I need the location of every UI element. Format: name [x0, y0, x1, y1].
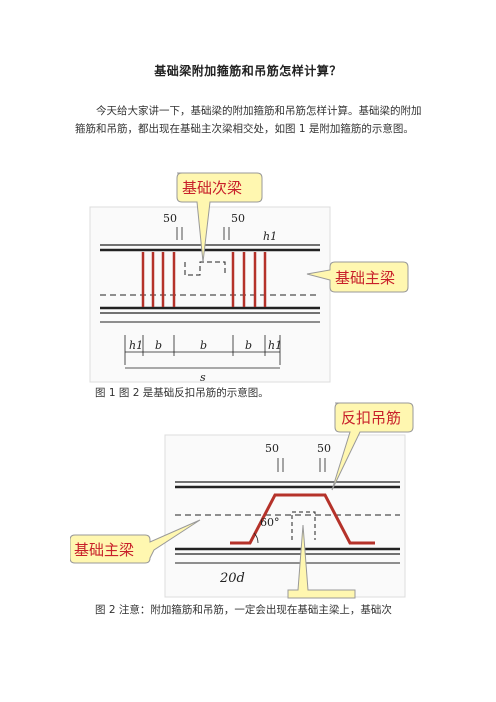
dim-top-left: 50 [163, 212, 177, 225]
callout-hanger: 反扣吊筋 [341, 409, 401, 427]
callout-secondary-beam: 基础次梁 [182, 179, 242, 197]
paragraph-intro: 今天给大家讲一下，基础梁的附加箍筋和吊筋怎样计算。基础梁的附加箍筋和吊筋，都出现… [75, 105, 422, 135]
caption-figure-1: 图 1 图 2 是基础反扣吊筋的示意图。 [95, 387, 269, 399]
dim-top-right: 50 [317, 442, 331, 455]
callout-main-beam: 基础主梁 [74, 541, 134, 559]
caption-figure-2: 图 2 注意：附加箍筋和吊筋，一定会出现在基础主梁上，基础次 [95, 604, 392, 616]
dim-b3: b [245, 339, 252, 352]
callout-main-beam: 基础主梁 [335, 269, 395, 287]
dim-top-left: 50 [265, 442, 279, 455]
dim-b1: b [155, 339, 162, 352]
angle-arc [253, 532, 259, 544]
figure-2-drawing: 60° 50 50 20d 反扣吊筋 基础主梁 [70, 402, 414, 599]
hanger-bar [230, 493, 375, 545]
callout-main-beam-bubble [70, 519, 201, 564]
dim-s: s [200, 371, 206, 384]
secondary-beam-outline [184, 261, 226, 276]
stirrups-left [141, 252, 176, 307]
dim-h1-right-bottom: h1 [268, 339, 282, 352]
dim-bottom: 20d [219, 571, 245, 586]
figure-1-drawing: 50 50 h1 h1 b b b h1 s 基础次梁 基础主梁 [89, 172, 409, 384]
stirrups-right [231, 252, 267, 307]
secondary-beam-outline [291, 511, 316, 540]
figure-1-additional-stirrups: 50 50 h1 h1 b b b h1 s 基础次梁 基础主梁 [85, 170, 415, 385]
callout-main-beam-bubble [306, 261, 409, 293]
angle-label: 60° [260, 516, 280, 529]
callout-secondary-beam-bubble [176, 172, 263, 263]
dim-h1-right: h1 [263, 230, 277, 243]
figure-2-hanger-bars: 60° 50 50 20d 反扣吊筋 基础主梁 [70, 400, 420, 600]
figure-2-frame [164, 434, 406, 598]
dim-h1-left-bottom: h1 [129, 339, 143, 352]
callout-hanger-bubble [331, 402, 414, 491]
dim-top-right: 50 [231, 212, 245, 225]
dim-b2: b [200, 339, 207, 352]
page-title: 基础梁附加箍筋和吊筋怎样计算？ [154, 64, 342, 78]
callout-bottom-partial [287, 524, 356, 599]
